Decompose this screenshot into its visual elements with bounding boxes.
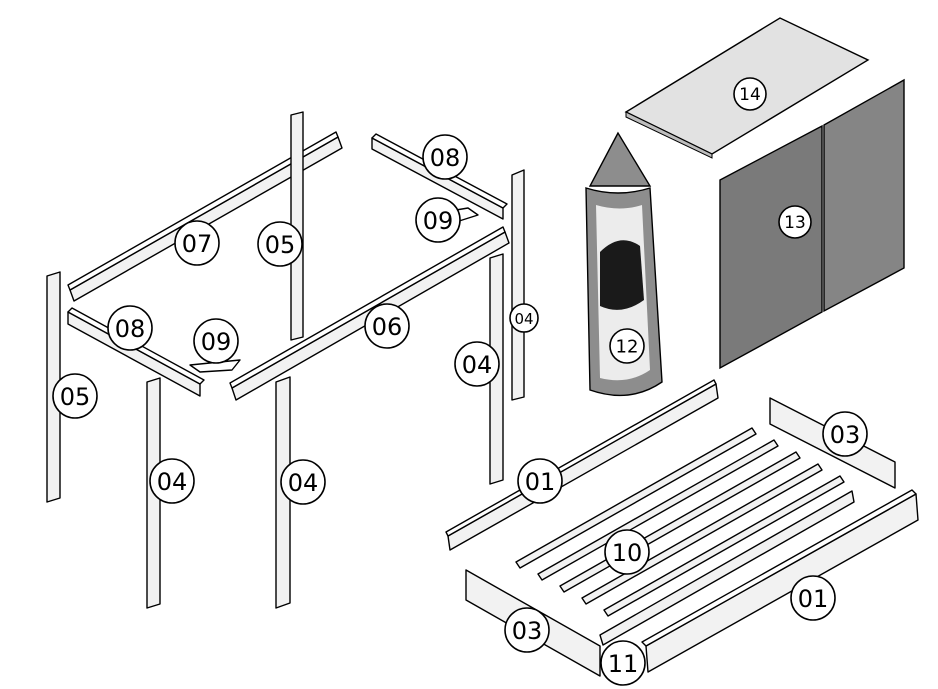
label-13-text: 13 [784,213,806,233]
label-03-front: 03 [504,607,550,653]
label-01-back-text: 01 [525,468,556,496]
label-03-right: 03 [822,411,868,457]
label-09-front: 09 [193,318,239,364]
label-04-front-left-text: 04 [157,468,188,496]
feeder-cone [588,131,652,187]
part-01-board-back-top [445,379,717,537]
label-07: 07 [174,220,220,266]
base-tray [445,379,919,677]
label-03-right-text: 03 [830,421,861,449]
label-04-right-back-text: 04 [514,310,533,328]
label-04-right-front: 04 [454,341,500,387]
label-12-text: 12 [616,337,639,358]
label-05-left: 05 [52,373,98,419]
label-11-text: 11 [608,650,639,678]
frame-assembly [46,111,525,609]
label-01-back: 01 [517,458,563,504]
label-10: 10 [604,529,650,575]
label-14: 14 [733,77,767,111]
label-08-back: 08 [422,134,468,180]
label-09-back-text: 09 [423,207,454,235]
label-04-front-mid: 04 [280,459,326,505]
label-08-back-text: 08 [430,144,461,172]
label-14-text: 14 [739,85,761,105]
part-05-post-back [290,111,304,341]
lid-edge [625,111,713,159]
part-11-support [599,490,855,646]
label-04-right-back: 04 [509,303,539,333]
label-06: 06 [364,303,410,349]
part-01-board-front-top [641,489,917,647]
label-01-front: 01 [790,575,836,621]
label-08-front: 08 [107,305,153,351]
part-05-post-left [46,271,61,503]
label-06-text: 06 [372,313,403,341]
label-03-front-text: 03 [512,617,543,645]
label-05-left-text: 05 [60,383,91,411]
part-06-rail-top [229,226,506,389]
cabinet-door-left [719,124,823,370]
label-13: 13 [778,205,812,239]
label-05-back-text: 05 [265,231,296,259]
label-09-front-text: 09 [201,328,232,356]
label-04-front-left: 04 [149,458,195,504]
label-12: 12 [609,328,645,364]
label-10-text: 10 [612,539,643,567]
label-09-back: 09 [415,197,461,243]
part-labels: 07 05 08 09 04 08 09 06 [52,77,868,686]
label-08-front-text: 08 [115,315,146,343]
label-05-back: 05 [257,221,303,267]
label-04-right-front-text: 04 [462,351,493,379]
part-07-rail-top [67,131,339,291]
label-01-front-text: 01 [798,585,829,613]
cabinet-door-right [823,78,905,313]
label-07-text: 07 [182,230,213,258]
cabinet [719,78,905,370]
feeder-mesh-window [600,240,644,310]
label-04-front-mid-text: 04 [288,469,319,497]
part-04-post-right-back [511,169,525,401]
label-11: 11 [600,640,646,686]
